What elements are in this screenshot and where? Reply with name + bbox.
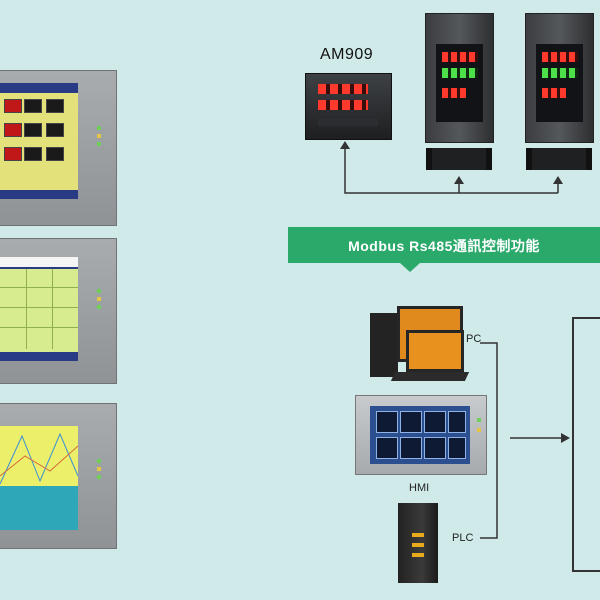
hmi-device xyxy=(355,395,487,475)
arrow-up-icon xyxy=(553,176,563,184)
pc-label: PC xyxy=(466,333,481,345)
pc-monitor-secondary xyxy=(406,330,464,372)
pc-tower xyxy=(370,313,398,377)
banner-pointer xyxy=(400,263,420,272)
banner-title: Modbus Rs485通訊控制功能 xyxy=(288,236,600,256)
plc-label: PLC xyxy=(452,532,473,544)
system-bracket xyxy=(572,317,600,572)
plc-device xyxy=(398,503,438,583)
hmi-label: HMI xyxy=(409,482,429,494)
pc-keyboard xyxy=(391,372,469,381)
arrow-up-icon xyxy=(340,141,350,149)
arrow-right-icon xyxy=(561,433,570,443)
modbus-banner: Modbus Rs485通訊控制功能 xyxy=(288,227,600,263)
arrow-up-icon xyxy=(454,176,464,184)
